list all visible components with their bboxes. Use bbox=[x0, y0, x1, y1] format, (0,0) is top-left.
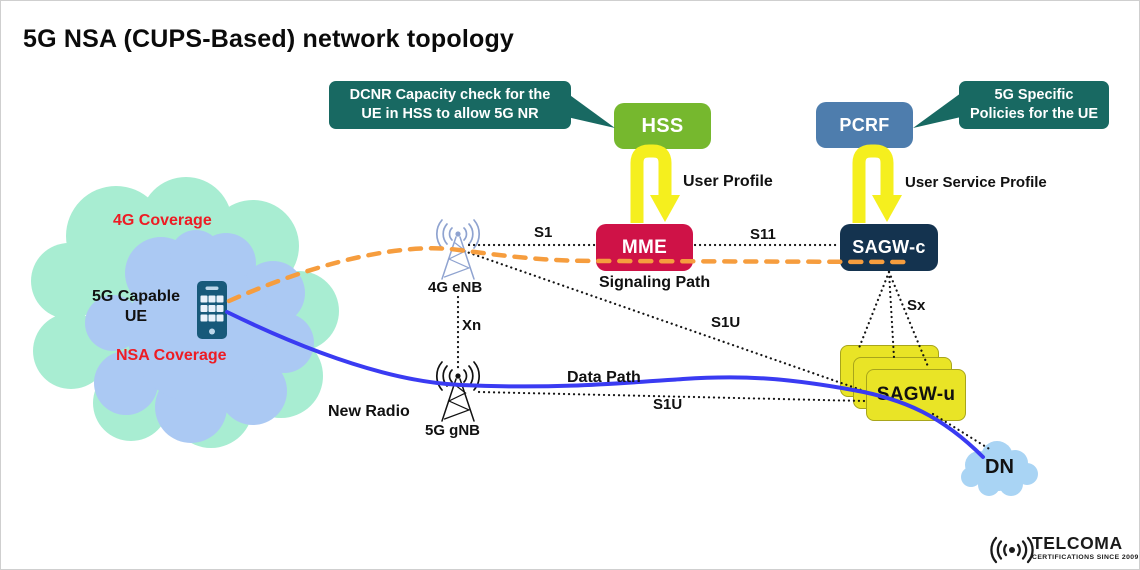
sx-link-line-1 bbox=[857, 270, 891, 350]
mme-label: MME bbox=[621, 236, 668, 258]
dn-label: DN bbox=[985, 456, 1014, 478]
hss-callout-line2: UE in HSS to allow 5G NR bbox=[361, 106, 539, 122]
s1-label: S1 bbox=[534, 224, 553, 241]
user-service-profile-arrow bbox=[852, 144, 902, 223]
pcrf-callout-tail bbox=[913, 93, 961, 128]
mme-node: MME bbox=[596, 224, 693, 271]
new-radio-label: New Radio bbox=[328, 403, 410, 420]
enb-tower-icon bbox=[435, 219, 481, 280]
data-path-label: Data Path bbox=[567, 369, 641, 386]
signaling-path-line bbox=[226, 246, 909, 304]
coverage-4g-label: 4G Coverage bbox=[113, 212, 212, 229]
pcrf-node: PCRF bbox=[816, 102, 913, 148]
signaling-path-label: Signaling Path bbox=[599, 274, 711, 291]
page-title: 5G NSA (CUPS-Based) network topology bbox=[23, 25, 515, 53]
telcoma-logo: TELCOMA CERTIFICATIONS SINCE 2009 bbox=[1032, 533, 1139, 562]
hss-callout-line1: DCNR Capacity check for the bbox=[349, 86, 551, 103]
sagw-u-node: SAGW-u bbox=[866, 369, 966, 421]
telcoma-logo-icon bbox=[990, 536, 1034, 564]
telcoma-logo-name: TELCOMA bbox=[1032, 533, 1123, 553]
pcrf-callout: 5G Specific Policies for the UE bbox=[959, 81, 1109, 129]
ue-label: 5G Capable UE bbox=[81, 287, 191, 327]
sagw-u-label: SAGW-u bbox=[876, 384, 956, 405]
telcoma-logo-tagline: CERTIFICATIONS SINCE 2009 bbox=[1032, 554, 1139, 562]
s1u-lower-label: S1U bbox=[653, 396, 683, 413]
hss-label: HSS bbox=[641, 114, 684, 137]
ue-label-line1: 5G Capable bbox=[91, 288, 181, 305]
coverage-nsa-label: NSA Coverage bbox=[116, 347, 227, 364]
coverage-nsa-cloud bbox=[85, 230, 314, 443]
user-profile-label: User Profile bbox=[683, 173, 773, 190]
xn-label: Xn bbox=[462, 317, 482, 334]
gnb-label: 5G gNB bbox=[425, 422, 481, 439]
sx-label: Sx bbox=[907, 297, 926, 314]
ue-phone-icon bbox=[197, 281, 227, 339]
sagw-c-node: SAGW-c bbox=[840, 224, 938, 271]
pcrf-callout-line1: 5G Specific bbox=[994, 86, 1074, 103]
user-service-profile-label: User Service Profile bbox=[905, 174, 1047, 191]
hss-callout: DCNR Capacity check for the UE in HSS to… bbox=[329, 81, 571, 129]
s1u-upper-label: S1U bbox=[711, 314, 741, 331]
user-profile-arrow bbox=[630, 144, 680, 223]
hss-callout-tail bbox=[567, 93, 615, 128]
s11-label: S11 bbox=[750, 226, 776, 243]
hss-node: HSS bbox=[614, 103, 711, 149]
sagw-c-label: SAGW-c bbox=[852, 237, 926, 257]
ue-label-line2: UE bbox=[124, 308, 148, 325]
s1u-enb-link-line bbox=[462, 249, 869, 394]
pcrf-label: PCRF bbox=[839, 114, 890, 135]
pcrf-callout-line2: Policies for the UE bbox=[969, 106, 1099, 122]
enb-label: 4G eNB bbox=[428, 279, 483, 296]
gnb-tower-icon bbox=[435, 361, 481, 422]
